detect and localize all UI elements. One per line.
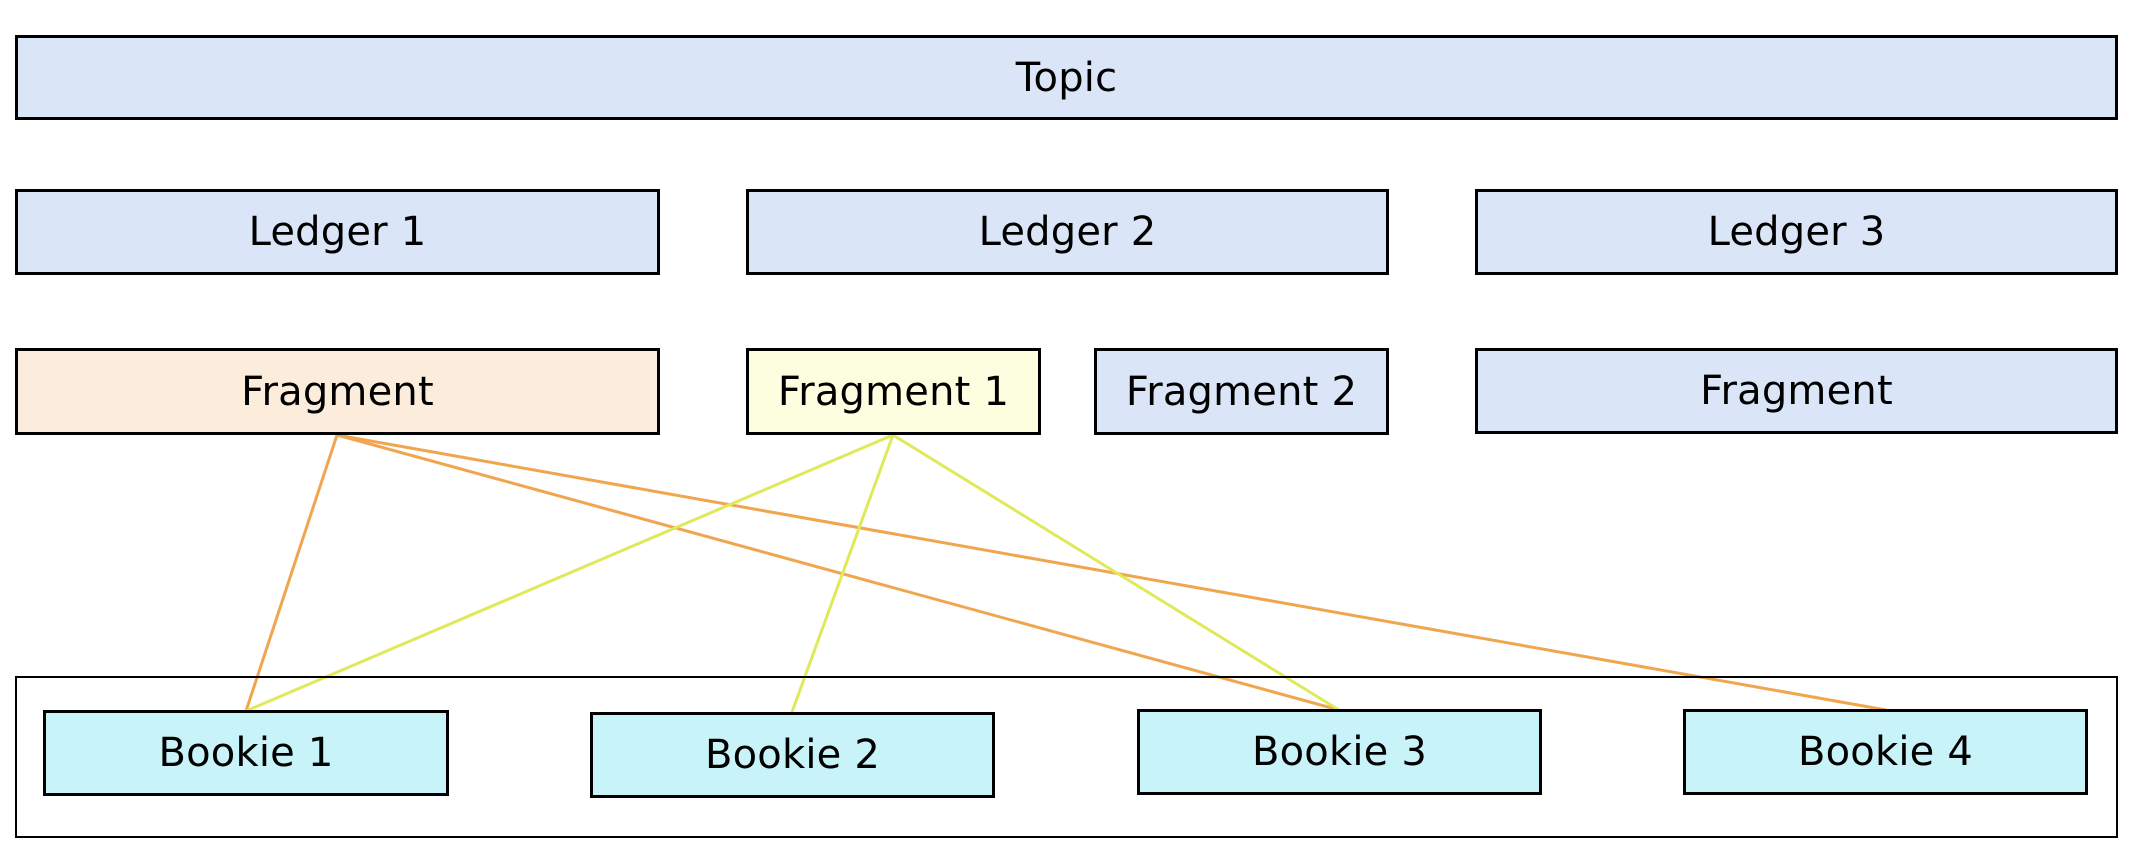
bookie-4-label: Bookie 4 [1797, 729, 1974, 775]
bookie-1-label: Bookie 1 [158, 730, 334, 776]
edge-fragment-l1-to-bookie-3 [336, 433, 1340, 712]
ledger-1-box: Ledger 1 [15, 189, 660, 275]
edge-fragment-l1-to-bookie-4 [336, 433, 1887, 712]
edge-fragment-1-to-bookie-1 [245, 433, 894, 713]
edge-fragment-1-to-bookie-3 [892, 433, 1340, 712]
edge-fragment-l1-to-bookie-1 [244, 434, 339, 712]
fragment-ledger-1-label: Fragment [241, 368, 434, 415]
bookie-3-label: Bookie 3 [1251, 729, 1428, 775]
fragment-ledger-1-box: Fragment [15, 348, 660, 435]
fragment-1-box: Fragment 1 [746, 348, 1041, 435]
fragment-2-label: Fragment 2 [1125, 368, 1358, 415]
bookie-1-box: Bookie 1 [43, 710, 449, 796]
ledger-3-box: Ledger 3 [1475, 189, 2118, 275]
bookie-3-box: Bookie 3 [1137, 709, 1542, 795]
bookie-ensemble-frame [15, 676, 2118, 838]
ledger-2-label: Ledger 2 [978, 209, 1157, 255]
ledger-2-box: Ledger 2 [746, 189, 1389, 275]
edge-fragment-1-to-bookie-2 [790, 434, 895, 713]
ledger-3-label: Ledger 3 [1707, 209, 1886, 255]
topic-box: Topic [15, 35, 2118, 120]
bookie-2-label: Bookie 2 [704, 732, 881, 778]
fragment-ledger-3-box: Fragment [1475, 348, 2118, 434]
topic-label: Topic [1015, 54, 1118, 101]
fragment-ledger-3-label: Fragment [1700, 368, 1893, 414]
ledger-1-label: Ledger 1 [248, 209, 427, 255]
fragment-1-label: Fragment 1 [777, 368, 1010, 415]
bookie-4-box: Bookie 4 [1683, 709, 2088, 795]
fragment-2-box: Fragment 2 [1094, 348, 1389, 435]
bookie-2-box: Bookie 2 [590, 712, 995, 798]
